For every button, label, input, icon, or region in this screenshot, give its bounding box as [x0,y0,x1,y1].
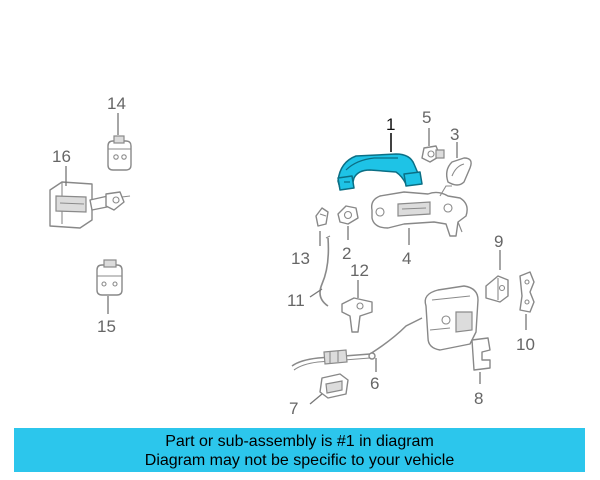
callout-7: 7 [289,399,298,418]
callout-16: 16 [52,147,71,166]
part-15-bracket [96,259,123,296]
callout-2: 2 [342,244,351,263]
part-3-cover [445,157,472,186]
callout-12: 12 [350,261,369,280]
callout-3: 3 [450,125,459,144]
part-5-clip [421,145,445,163]
part-14-bracket [107,135,132,171]
callout-15: 15 [97,317,116,336]
callout-6: 6 [370,374,379,393]
part-13-lock-cylinder [315,207,329,227]
leader-7 [309,393,323,405]
part-11-rod [319,235,331,307]
part-6-cable [291,317,423,371]
part-4-carrier [370,185,468,237]
banner-line-1: Part or sub-assembly is #1 in diagram [165,433,434,450]
callout-10: 10 [516,335,535,354]
part-8-striker [471,337,491,371]
part-1-outside-handle [337,153,423,191]
info-banner: Part or sub-assembly is #1 in diagram Di… [14,428,585,472]
lock-actuator [424,285,479,351]
callout-13: 13 [291,249,310,268]
callout-8: 8 [474,389,483,408]
callout-4: 4 [402,249,411,268]
part-10-plate [519,271,535,313]
callout-9: 9 [494,232,503,251]
banner-line-2: Diagram may not be specific to your vehi… [144,452,455,469]
callout-1: 1 [386,115,395,134]
callout-11: 11 [287,291,305,310]
part-7-switch [319,373,349,399]
part-2-gasket [337,205,359,225]
part-12-lever [341,297,373,333]
callout-5: 5 [422,108,431,127]
callout-14: 14 [107,94,126,113]
part-16-door-check [49,181,131,229]
part-9-hinge [485,275,509,303]
leader-11 [309,288,323,298]
